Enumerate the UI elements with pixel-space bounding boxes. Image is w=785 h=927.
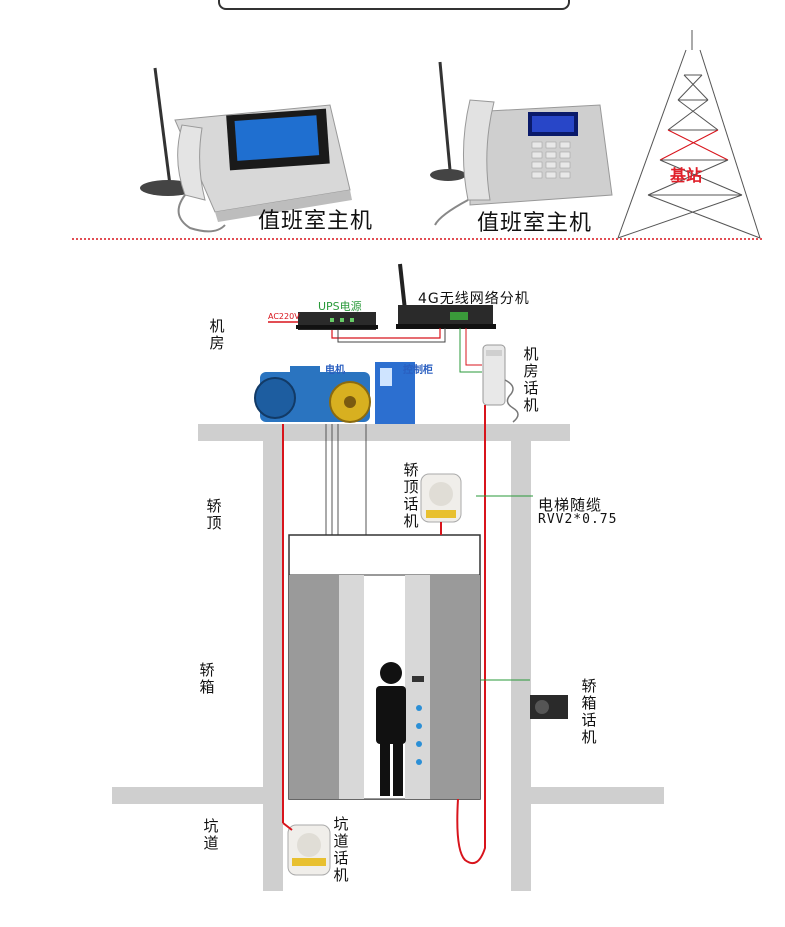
control-cabinet-label: 控制柜 <box>403 365 433 376</box>
left-pit-ledge <box>112 787 263 804</box>
machine-room-zone-label: 机房 <box>209 317 225 352</box>
top-banner <box>218 0 570 10</box>
motor-label: 电机 <box>325 365 345 376</box>
machine-room-phone-device <box>482 344 519 423</box>
machine-room-floor <box>198 424 570 441</box>
motor <box>254 366 371 423</box>
ac-label: AC220V <box>268 312 300 321</box>
control-cabinet <box>375 362 415 424</box>
car-phone-device <box>530 695 568 719</box>
duty-host-touchscreen-device <box>140 67 352 233</box>
car-top-zone-label: 轿顶 <box>206 497 222 532</box>
duty-host-2-caption: 值班室主机 <box>477 211 593 236</box>
elevator-car <box>288 534 481 800</box>
duty-host-1-caption: 值班室主机 <box>258 209 374 234</box>
car-phone-label: 轿箱话机 <box>581 677 597 746</box>
duty-host-keypad-device <box>430 61 613 226</box>
passenger-silhouette <box>376 662 406 796</box>
ups-power-unit <box>296 312 378 330</box>
ups-label: UPS电源 <box>318 300 362 313</box>
network-unit-label: 4G无线网络分机 <box>418 291 530 307</box>
machine-room-phone-label: 机房话机 <box>523 345 539 414</box>
base-station-tower <box>617 30 761 239</box>
cable-label: 电梯随缆 <box>538 496 603 514</box>
pit-phone-device <box>287 824 331 876</box>
car-call-buttons <box>416 705 422 765</box>
network-unit-4g <box>396 263 496 329</box>
base-station-label: 基站 <box>670 166 703 185</box>
trailing-cable <box>456 405 486 864</box>
left-shaft-wall <box>263 441 283 891</box>
car-top-phone-label: 轿顶话机 <box>403 461 419 530</box>
car-zone-label: 轿箱 <box>199 661 215 696</box>
cable-spec: RVV2*0.75 <box>538 512 618 527</box>
pit-phone-label: 坑道话机 <box>333 815 349 884</box>
right-shaft-wall <box>511 441 531 891</box>
car-top-phone-device <box>420 473 462 523</box>
pit-zone-label: 坑道 <box>203 817 219 852</box>
right-pit-ledge <box>531 787 664 804</box>
